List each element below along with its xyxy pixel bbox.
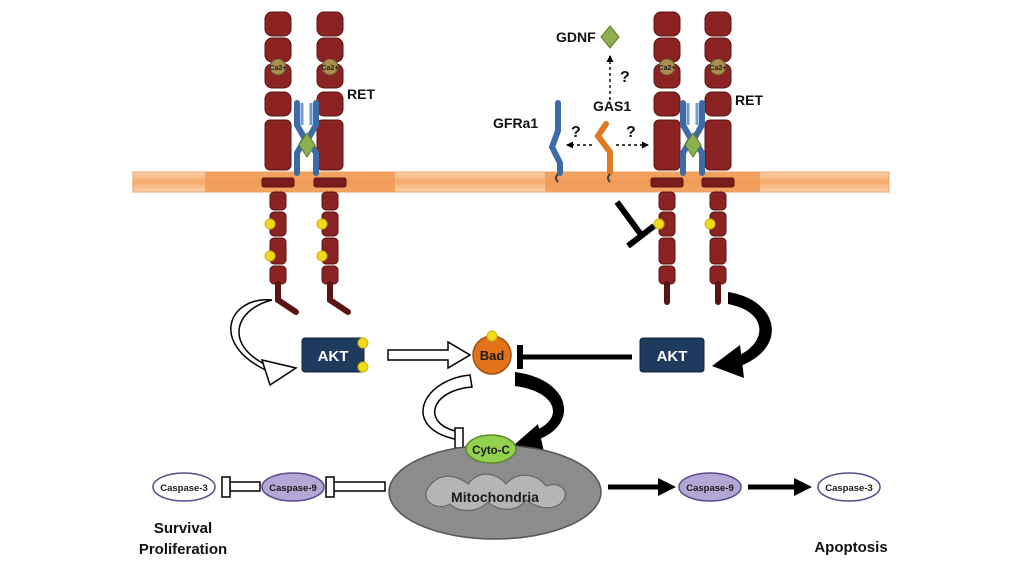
cyto-c-label: Cyto-C	[472, 445, 510, 457]
mitochondria-cristae	[425, 473, 566, 512]
ret-cysteine-rich-domain	[316, 119, 344, 171]
ret-cysteine-rich-domain	[653, 119, 681, 171]
ret-cadherin-domain	[653, 91, 681, 117]
gas1-inhibition-bar	[614, 200, 656, 249]
question-mark-right: ?	[626, 124, 636, 141]
phospho-dot	[316, 218, 328, 230]
ret-cysteine-rich-domain	[264, 119, 292, 171]
ret-cadherin-domain	[264, 91, 292, 117]
caspase3-left: Caspase-3	[152, 472, 216, 502]
ret-transmembrane	[701, 177, 735, 188]
calcium-label: Ca2+	[322, 65, 339, 72]
ret-kinase-segment	[709, 191, 727, 211]
ret-cysteine-rich-domain	[704, 119, 732, 171]
ret-label-left: RET	[347, 86, 375, 102]
ret-cadherin-domain	[704, 91, 732, 117]
phospho-dot	[316, 250, 328, 262]
ret-label-right: RET	[735, 92, 763, 108]
caspase9-right: Caspase-9	[678, 472, 742, 502]
bad-cytoc-activation-arrow	[514, 372, 565, 452]
ret-cadherin-domain	[316, 11, 344, 37]
bad-cytoc-inhibition-hollow	[422, 374, 473, 449]
akt-label-left: AKT	[318, 348, 349, 365]
ret-tail	[275, 281, 299, 315]
akt-box-right: AKT	[639, 337, 705, 373]
ret-receptor-left: Ca2+ Ca2+	[261, 11, 351, 315]
akt-box-left: AKT	[301, 337, 369, 373]
ret-kinase-segment	[269, 191, 287, 211]
ret-cadherin-domain	[653, 37, 681, 63]
caspase9-caspase3-inhibition	[221, 476, 261, 498]
phospho-dot	[264, 218, 276, 230]
phospho-dot	[653, 218, 665, 230]
akt-to-bad-arrow	[387, 340, 472, 370]
akt-bad-inhibition-bar	[517, 345, 632, 369]
caspase9-right-label: Caspase-9	[686, 483, 734, 494]
mito-to-caspase9-arrow	[608, 478, 676, 496]
phospho-dot	[357, 361, 369, 373]
cell-membrane	[132, 171, 890, 193]
mitochondria-label: Mitochondria	[451, 489, 539, 505]
phospho-dot	[264, 250, 276, 262]
gdnf-label: GDNF	[556, 29, 596, 45]
bad-label: Bad	[480, 348, 505, 363]
phospho-dot	[704, 218, 716, 230]
gas1-label: GAS1	[593, 98, 631, 114]
bad-protein: Bad	[472, 330, 512, 375]
mitochondria: Mitochondria	[388, 444, 602, 540]
gdnf-ligand-free	[600, 25, 620, 49]
question-mark-up: ?	[620, 69, 630, 86]
ret-to-akt-arrow-right	[712, 292, 772, 378]
ret-cadherin-domain	[316, 91, 344, 117]
gas1-protein	[594, 121, 613, 183]
ret-cadherin-domain	[653, 11, 681, 37]
gdnf-ligand-bound-left	[298, 132, 316, 158]
gfra1-label: GFRa1	[493, 115, 538, 131]
ret-kinase-segment	[709, 237, 727, 265]
caspase9-left-label: Caspase-9	[269, 483, 317, 494]
ret-kinase-segment	[321, 191, 339, 211]
question-mark-left: ?	[571, 124, 581, 141]
caspase9-to-caspase3-arrow	[748, 478, 812, 496]
caspase3-left-label: Caspase-3	[160, 483, 208, 494]
ret-to-akt-arrow-left	[238, 299, 279, 371]
phospho-dot	[486, 330, 498, 342]
akt-label-right: AKT	[657, 348, 688, 365]
calcium-label: Ca2+	[270, 65, 287, 72]
caspase9-left: Caspase-9	[261, 472, 325, 502]
gfra1-free	[548, 100, 563, 183]
calcium-ion	[658, 58, 676, 76]
ret-transmembrane	[261, 177, 295, 188]
gfra1-coreceptor-pair-left	[294, 100, 319, 176]
ret-cadherin-domain	[264, 37, 292, 63]
ret-cadherin-domain	[704, 37, 732, 63]
ret-cadherin-domain	[264, 11, 292, 37]
apoptosis-label: Apoptosis	[814, 539, 887, 556]
calcium-label: Ca2+	[710, 65, 727, 72]
ret-cadherin-domain	[316, 37, 344, 63]
calcium-ion	[321, 58, 339, 76]
cyto-c: Cyto-C	[465, 434, 517, 464]
caspase3-right: Caspase-3	[817, 472, 881, 502]
ret-kinase-segment	[658, 191, 676, 211]
gdnf-ligand-bound-right	[684, 132, 702, 158]
gfra1-coreceptor-pair-right	[680, 100, 705, 176]
ret-tail	[327, 281, 351, 315]
phospho-dot	[357, 337, 369, 349]
calcium-ion	[269, 58, 287, 76]
mito-caspase9-inhibition	[325, 476, 386, 498]
ret-kinase-segment	[658, 237, 676, 265]
ret-transmembrane	[313, 177, 347, 188]
calcium-ion	[709, 58, 727, 76]
ret-receptor-right: Ca2+ Ca2+	[650, 11, 735, 305]
ret-cadherin-domain	[704, 11, 732, 37]
ret-transmembrane	[650, 177, 684, 188]
survival-label: Survival	[154, 520, 212, 537]
proliferation-label: Proliferation	[139, 541, 227, 558]
calcium-label: Ca2+	[659, 65, 676, 72]
caspase3-right-label: Caspase-3	[825, 483, 873, 494]
